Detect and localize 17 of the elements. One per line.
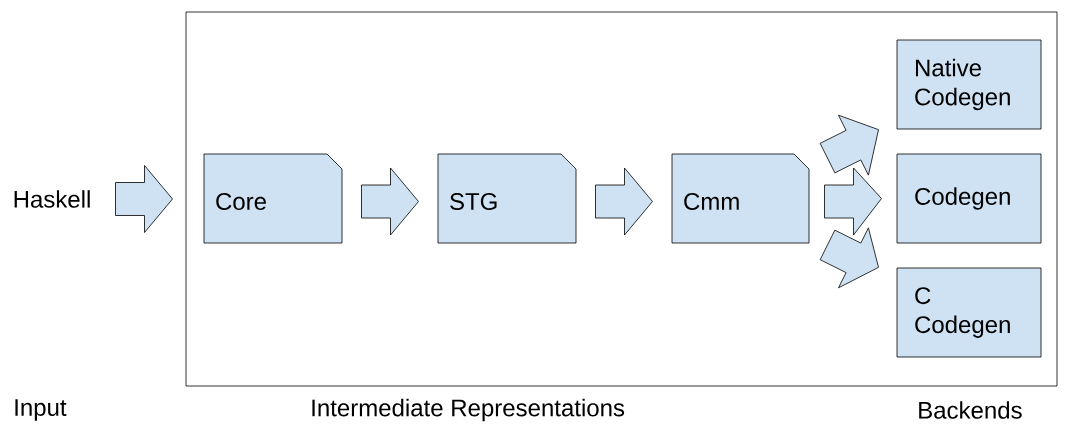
input-label: Haskell xyxy=(14,190,90,208)
process-box: Native Codegen xyxy=(896,39,1042,130)
section-label: Intermediate Representations xyxy=(312,398,625,422)
block-arrow xyxy=(361,167,419,236)
block-arrow xyxy=(115,165,173,233)
section-label: Backends xyxy=(919,401,1022,419)
process-box: C Codegen xyxy=(896,267,1042,358)
block-arrow xyxy=(595,167,653,236)
section-label: Input xyxy=(15,399,67,421)
frame-box xyxy=(185,11,1058,387)
block-arrow xyxy=(819,227,879,289)
block-arrow xyxy=(819,114,879,176)
document-box: STG xyxy=(437,153,577,244)
document-box: Cmm xyxy=(671,153,810,244)
process-box: Codegen xyxy=(896,153,1042,244)
block-arrow xyxy=(824,167,882,236)
document-box: Core xyxy=(203,153,343,244)
